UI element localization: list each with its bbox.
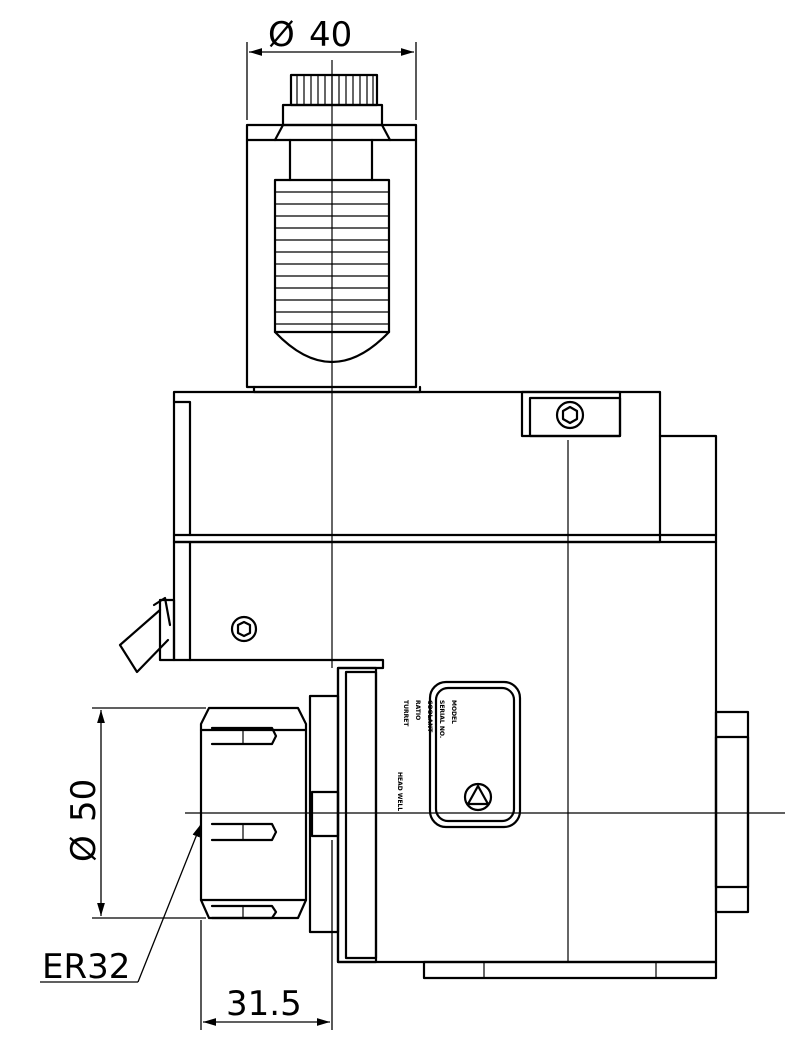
nameplate-row-8: TURRET [402, 700, 409, 727]
callout-er32: ER32 [40, 823, 202, 987]
dimension-offset: 31.5 [200, 840, 333, 1030]
nameplate: MODEL SERIAL NO. COOLANT RATIO TURRET HE… [396, 680, 522, 829]
right-end-cap [714, 710, 750, 914]
flange [308, 666, 378, 964]
top-diameter-symbol: Ø [268, 15, 295, 55]
tool-shank [245, 73, 422, 394]
socket-bolt-icon [555, 400, 585, 430]
coolant-nozzle [118, 596, 176, 674]
offset-value: 31.5 [226, 984, 302, 1024]
callout-label: ER32 [42, 947, 130, 987]
er-collet-nut [199, 706, 308, 920]
nameplate-row-0: MODEL [450, 700, 457, 724]
housing-upper [172, 390, 718, 544]
nameplate-brand: HEAD WELL [396, 772, 403, 811]
nameplate-row-2: SERIAL NO. [438, 700, 445, 738]
nameplate-row-4: COOLANT [426, 700, 433, 733]
side-bolt-icon [230, 615, 258, 643]
brand-logo-icon [463, 782, 493, 812]
dimension-top-diameter: Ø 40 [246, 15, 417, 120]
dimension-collet-diameter: Ø 50 [64, 707, 206, 919]
collet-diameter-value: 50 [64, 779, 104, 822]
top-diameter-value: 40 [309, 15, 352, 55]
center-lines [185, 60, 785, 814]
bottom-plate [422, 960, 718, 980]
nameplate-row-6: RATIO [414, 700, 421, 720]
collet-diameter-symbol: Ø [64, 835, 104, 862]
